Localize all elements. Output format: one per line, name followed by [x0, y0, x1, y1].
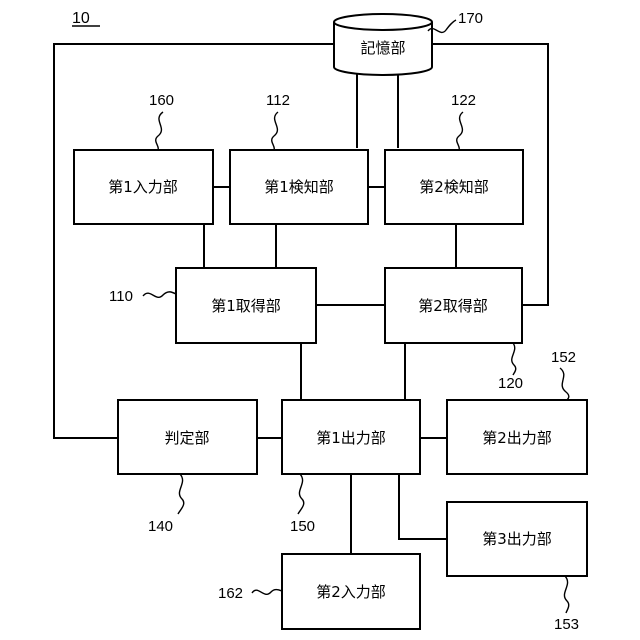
ref-input1: 160	[149, 92, 174, 109]
block-detect1: 第1検知部	[230, 150, 368, 224]
lead-output3	[564, 576, 568, 613]
storage-label: 記憶部	[360, 39, 405, 57]
lead-input1	[156, 112, 163, 150]
lead-acquire1	[143, 292, 176, 297]
wire-output1-output3	[399, 474, 447, 539]
block-acquire1-label: 第1取得部	[211, 297, 281, 315]
block-judge: 判定部	[118, 400, 257, 474]
ref-detect2: 122	[451, 92, 476, 109]
ref-acquire1: 110	[109, 288, 133, 305]
storage-cylinder: 記憶部	[334, 14, 432, 75]
ref-input2: 162	[218, 585, 243, 602]
lead-acquire2	[512, 343, 516, 375]
block-output3: 第3出力部	[447, 502, 587, 576]
ref-storage: 170	[458, 10, 483, 27]
ref-acquire2: 120	[498, 375, 523, 392]
block-input2: 第2入力部	[282, 554, 420, 629]
lead-input2	[252, 590, 282, 595]
block-output1-label: 第1出力部	[316, 429, 386, 447]
lead-detect1	[272, 112, 278, 150]
ref-judge: 140	[148, 518, 173, 535]
block-detect2-label: 第2検知部	[419, 178, 489, 196]
block-output2: 第2出力部	[447, 400, 587, 474]
block-detect1-label: 第1検知部	[264, 178, 334, 196]
block-output1: 第1出力部	[282, 400, 420, 474]
block-acquire1: 第1取得部	[176, 268, 316, 343]
wire-storage-judge	[54, 44, 334, 438]
block-input2-label: 第2入力部	[316, 583, 386, 601]
block-output2-label: 第2出力部	[482, 429, 552, 447]
block-judge-label: 判定部	[164, 429, 209, 447]
lead-judge	[178, 474, 184, 514]
lead-output1	[298, 474, 304, 514]
ref-output3: 153	[554, 616, 579, 633]
block-output3-label: 第3出力部	[482, 530, 552, 548]
block-acquire2-label: 第2取得部	[418, 297, 488, 315]
lead-detect2	[457, 112, 463, 150]
ref-output1: 150	[290, 518, 315, 535]
storage-top	[334, 14, 432, 30]
ref-detect1: 112	[266, 92, 290, 109]
ref-output2: 152	[551, 349, 576, 366]
block-detect2: 第2検知部	[385, 150, 523, 224]
block-input1: 第1入力部	[74, 150, 213, 224]
block-input1-label: 第1入力部	[108, 178, 178, 196]
figure-label: 10	[72, 10, 90, 27]
block-acquire2: 第2取得部	[385, 268, 522, 343]
lead-output2	[560, 368, 569, 400]
